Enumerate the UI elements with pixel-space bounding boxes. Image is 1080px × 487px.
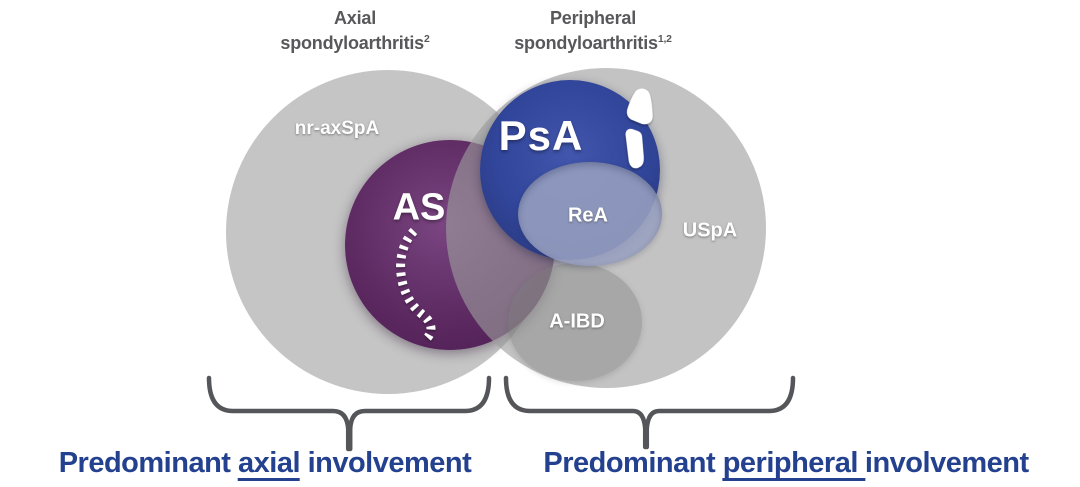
peripheral-involvement-caption: Predominant peripheral involvement: [543, 446, 1029, 481]
axial-caption-underlined: axial: [238, 447, 301, 481]
aibd-circle: [508, 263, 642, 381]
axial-spa-title-reference: 2: [424, 34, 430, 45]
nr-axspa-label: nr-axSpA: [294, 118, 380, 139]
uspa-label: USpA: [682, 219, 738, 242]
peripheral-brace: [503, 375, 796, 450]
axial-spa-title: Axial spondyloarthritis2: [280, 8, 429, 54]
psa-label: PsA: [498, 112, 584, 159]
axial-caption-suffix: involvement: [300, 447, 472, 479]
axial-spa-title-line2: spondyloarthritis: [280, 33, 425, 53]
peripheral-caption-prefix: Predominant: [543, 447, 723, 479]
axial-involvement-caption: Predominant axial involvement: [59, 446, 472, 481]
axial-caption-prefix: Predominant: [58, 447, 239, 479]
aibd-label: A-IBD: [549, 310, 605, 333]
peripheral-caption-underlined: peripheral: [722, 449, 865, 481]
peripheral-caption-suffix: involvement: [864, 447, 1029, 479]
rea-label: ReA: [567, 204, 609, 227]
rea-circle: [518, 162, 662, 266]
peripheral-spa-title-line1: Peripheral: [549, 8, 637, 28]
peripheral-spa-title-line2: spondyloarthritis: [514, 33, 658, 53]
peripheral-spa-title: Peripheral spondyloarthritis1,2: [514, 8, 672, 54]
as-label: AS: [392, 186, 446, 229]
axial-spa-title-line1: Axial: [333, 8, 377, 28]
peripheral-spa-title-reference: 1,2: [657, 34, 672, 45]
